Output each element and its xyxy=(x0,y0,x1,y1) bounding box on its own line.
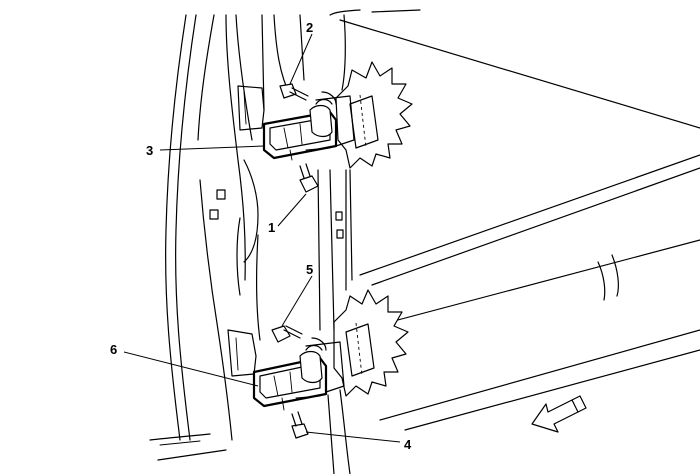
upper-hinge xyxy=(237,85,355,161)
callout-2: 2 xyxy=(306,20,313,35)
callouts: 2 3 1 5 6 4 xyxy=(110,20,412,452)
lower-breakout xyxy=(333,289,409,397)
callout-3: 3 xyxy=(146,143,153,158)
bolt-1 xyxy=(299,163,319,193)
hinge-pillar xyxy=(256,14,353,474)
upper-breakout xyxy=(335,61,413,169)
body-pillar xyxy=(149,14,259,461)
lower-hinge xyxy=(227,329,345,411)
front-direction-arrow-icon xyxy=(531,395,587,433)
callout-4: 4 xyxy=(404,437,412,452)
bolt-2 xyxy=(279,83,309,101)
bolt-4 xyxy=(291,411,309,439)
callout-1: 1 xyxy=(268,220,275,235)
leader-lines xyxy=(123,33,401,443)
callout-6: 6 xyxy=(110,342,117,357)
bolt-5 xyxy=(271,325,303,343)
door-panel xyxy=(329,9,700,431)
callout-5: 5 xyxy=(306,262,313,277)
